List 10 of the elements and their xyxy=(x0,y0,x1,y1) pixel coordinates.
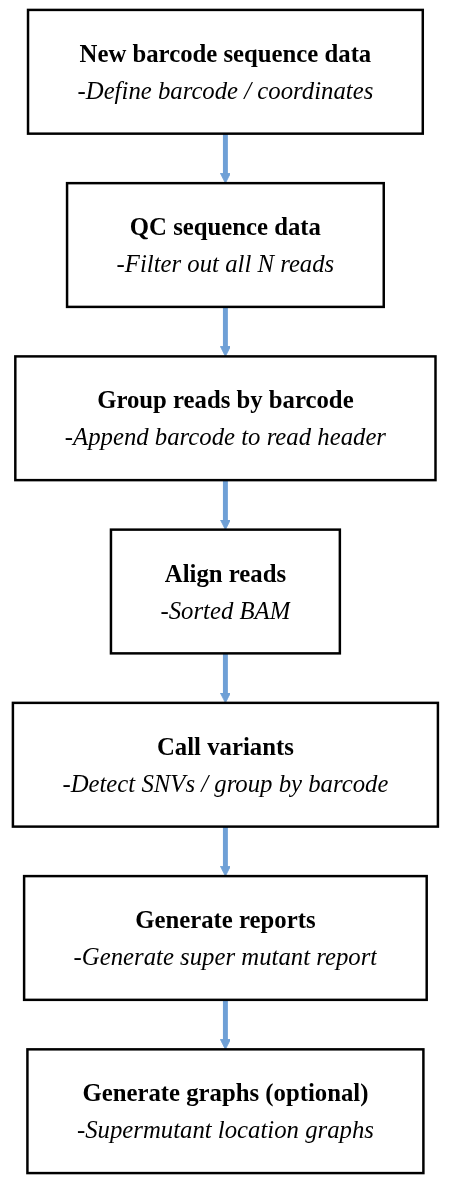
arrow xyxy=(220,826,231,877)
arrow xyxy=(220,306,231,357)
arrow xyxy=(220,999,231,1050)
node-box: New barcode sequence data -Define barcode / coordinates xyxy=(26,8,425,135)
node-box: Call variants -Detect SNVs / group by barcode xyxy=(11,701,440,828)
node-box: Generate graphs (optional) -Supermutant location graphs xyxy=(26,1048,425,1175)
node-box: QC sequence data -Filter out all N reads xyxy=(65,181,386,309)
node-box: Generate reports -Generate super mutant report xyxy=(22,874,429,1002)
node-box: Group reads by barcode -Append barcode to read header xyxy=(14,355,437,482)
arrow xyxy=(220,133,231,184)
